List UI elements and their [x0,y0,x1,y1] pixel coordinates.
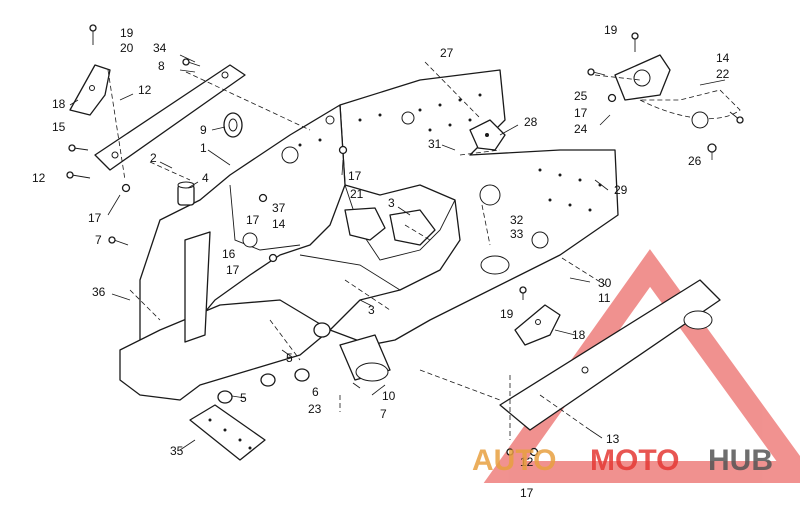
callout-c5b: 5 [240,391,247,405]
callout-c17d: 17 [226,263,240,277]
callout-c26: 26 [688,154,702,168]
callout-c29: 29 [614,183,628,197]
skid-plate [189,404,266,461]
callout-c18a: 18 [52,97,66,111]
upper-steering-strut [94,64,246,171]
callout-c5a: 5 [286,351,293,365]
rubber-mount [223,112,243,138]
callout-c19b: 19 [604,23,618,37]
callout-c36: 36 [92,285,106,299]
callout-c17a: 17 [88,211,102,225]
callout-c24: 24 [574,122,588,136]
callout-c7b: 7 [380,407,387,421]
callout-c15: 15 [52,120,66,134]
callout-c12a: 12 [138,83,152,97]
callout-c33: 33 [510,227,524,241]
callout-c32: 32 [510,213,524,227]
main-chassis-frame [119,69,619,401]
callout-c37: 37 [272,201,286,215]
cross-tube [339,334,391,382]
callout-c35: 35 [170,444,184,458]
callout-c21: 21 [350,187,364,201]
callout-c23: 23 [308,402,322,416]
fasteners [66,24,744,457]
watermark-brand-auto: AUTO [472,444,556,477]
callout-c10: 10 [382,389,396,403]
callout-c3a: 3 [388,196,395,210]
callout-c12b: 12 [32,171,46,185]
callout-c14a: 14 [272,217,286,231]
mount-bracket-lower [514,304,561,346]
callout-c18b: 18 [572,328,586,342]
callout-c12c: 12 [520,455,534,469]
callout-c22: 22 [716,67,730,81]
callout-c27: 27 [440,46,454,60]
callout-c20: 20 [120,41,134,55]
callout-c17c: 17 [246,213,260,227]
callout-c1: 1 [200,141,207,155]
assembly-guide-lines [107,61,641,440]
callout-c16: 16 [222,247,236,261]
callout-c4: 4 [202,171,209,185]
callout-c9: 9 [200,123,207,137]
watermark-logo [483,249,800,483]
star-plate [469,119,506,151]
watermark-brand-hub: HUB [708,444,773,477]
callout-c2: 2 [150,151,157,165]
callout-c3b: 3 [368,303,375,317]
callout-c17e: 17 [574,106,588,120]
bushings [217,322,331,404]
callout-c25: 25 [574,89,588,103]
callout-c13: 13 [606,432,620,446]
callout-c30: 30 [598,276,612,290]
callout-c17b: 17 [348,169,362,183]
callout-c8: 8 [158,59,165,73]
callout-c19c: 19 [500,307,514,321]
bearing-housing-plate [614,54,741,129]
callout-c11: 11 [598,291,611,305]
watermark-brand-moto: MOTO [590,444,679,477]
callout-c6: 6 [312,385,319,399]
callout-c17f: 17 [520,486,534,500]
watermark-text: AUTO MOTO HUB [472,444,773,477]
rivet-pattern [298,93,602,212]
callout-c14b: 14 [716,51,730,65]
mount-bracket-upper [69,64,111,116]
callout-c19a: 19 [120,26,134,40]
callout-c28: 28 [524,115,538,129]
callout-c34: 34 [153,41,167,55]
leader-lines [69,54,726,451]
callout-c7a: 7 [95,233,102,247]
bulkhead-plate [344,207,436,246]
side-rail [499,279,721,431]
callout-c31: 31 [428,137,442,151]
